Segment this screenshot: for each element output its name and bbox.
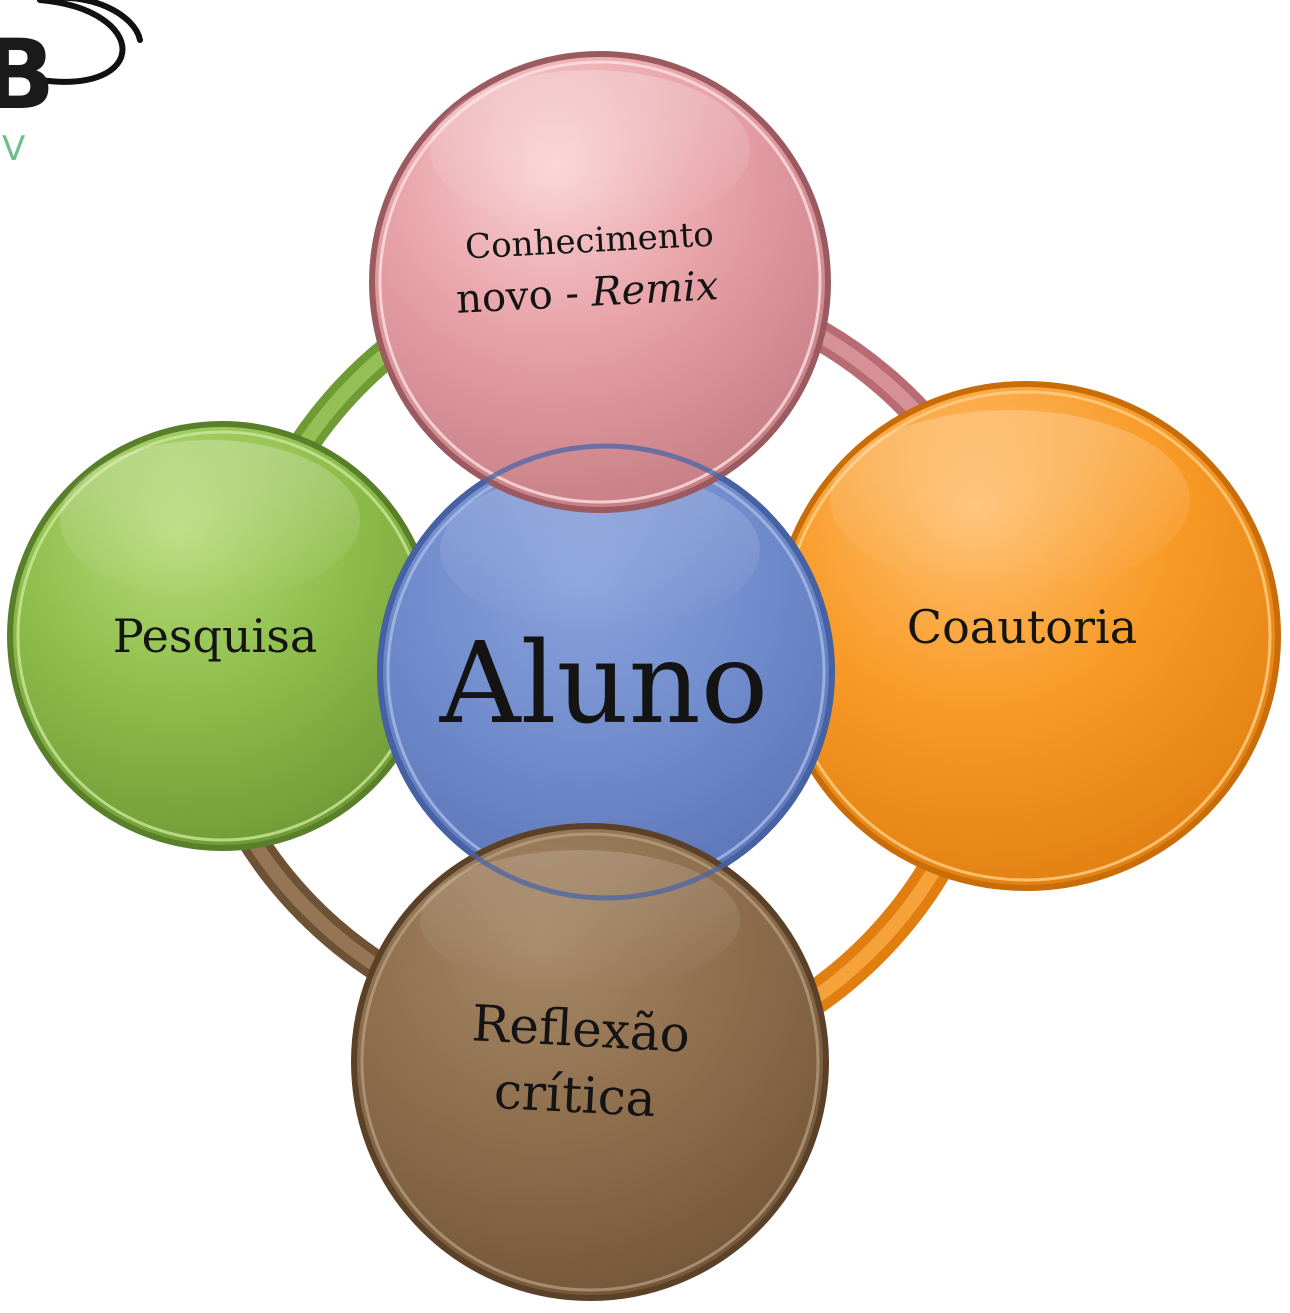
node-aluno-center: Aluno: [377, 443, 835, 901]
node-reflexao: Reflexão crítica: [351, 823, 829, 1301]
node-conhecimento-line2: novo - Remix: [455, 263, 720, 323]
center-rim-overlay: [377, 443, 835, 901]
node-conhecimento-line2-plain: novo -: [455, 270, 593, 323]
node-aluno-label: Aluno: [439, 619, 768, 749]
logo-sub: V: [2, 129, 25, 169]
node-coautoria: Coautoria: [771, 381, 1281, 891]
node-pesquisa-label: Pesquisa: [113, 609, 318, 663]
node-reflexao-line2: crítica: [493, 1062, 658, 1128]
node-conhecimento: Conhecimento novo - Remix: [369, 51, 831, 513]
node-conhecimento-line2-italic: Remix: [589, 263, 719, 316]
node-coautoria-label: Coautoria: [907, 600, 1137, 654]
node-reflexao-line1: Reflexão: [470, 994, 691, 1063]
node-pesquisa: Pesquisa: [7, 421, 437, 851]
brand-logo: B V: [0, 0, 143, 169]
logo-swoosh: [37, 0, 126, 85]
logo-letter: B: [0, 19, 55, 131]
